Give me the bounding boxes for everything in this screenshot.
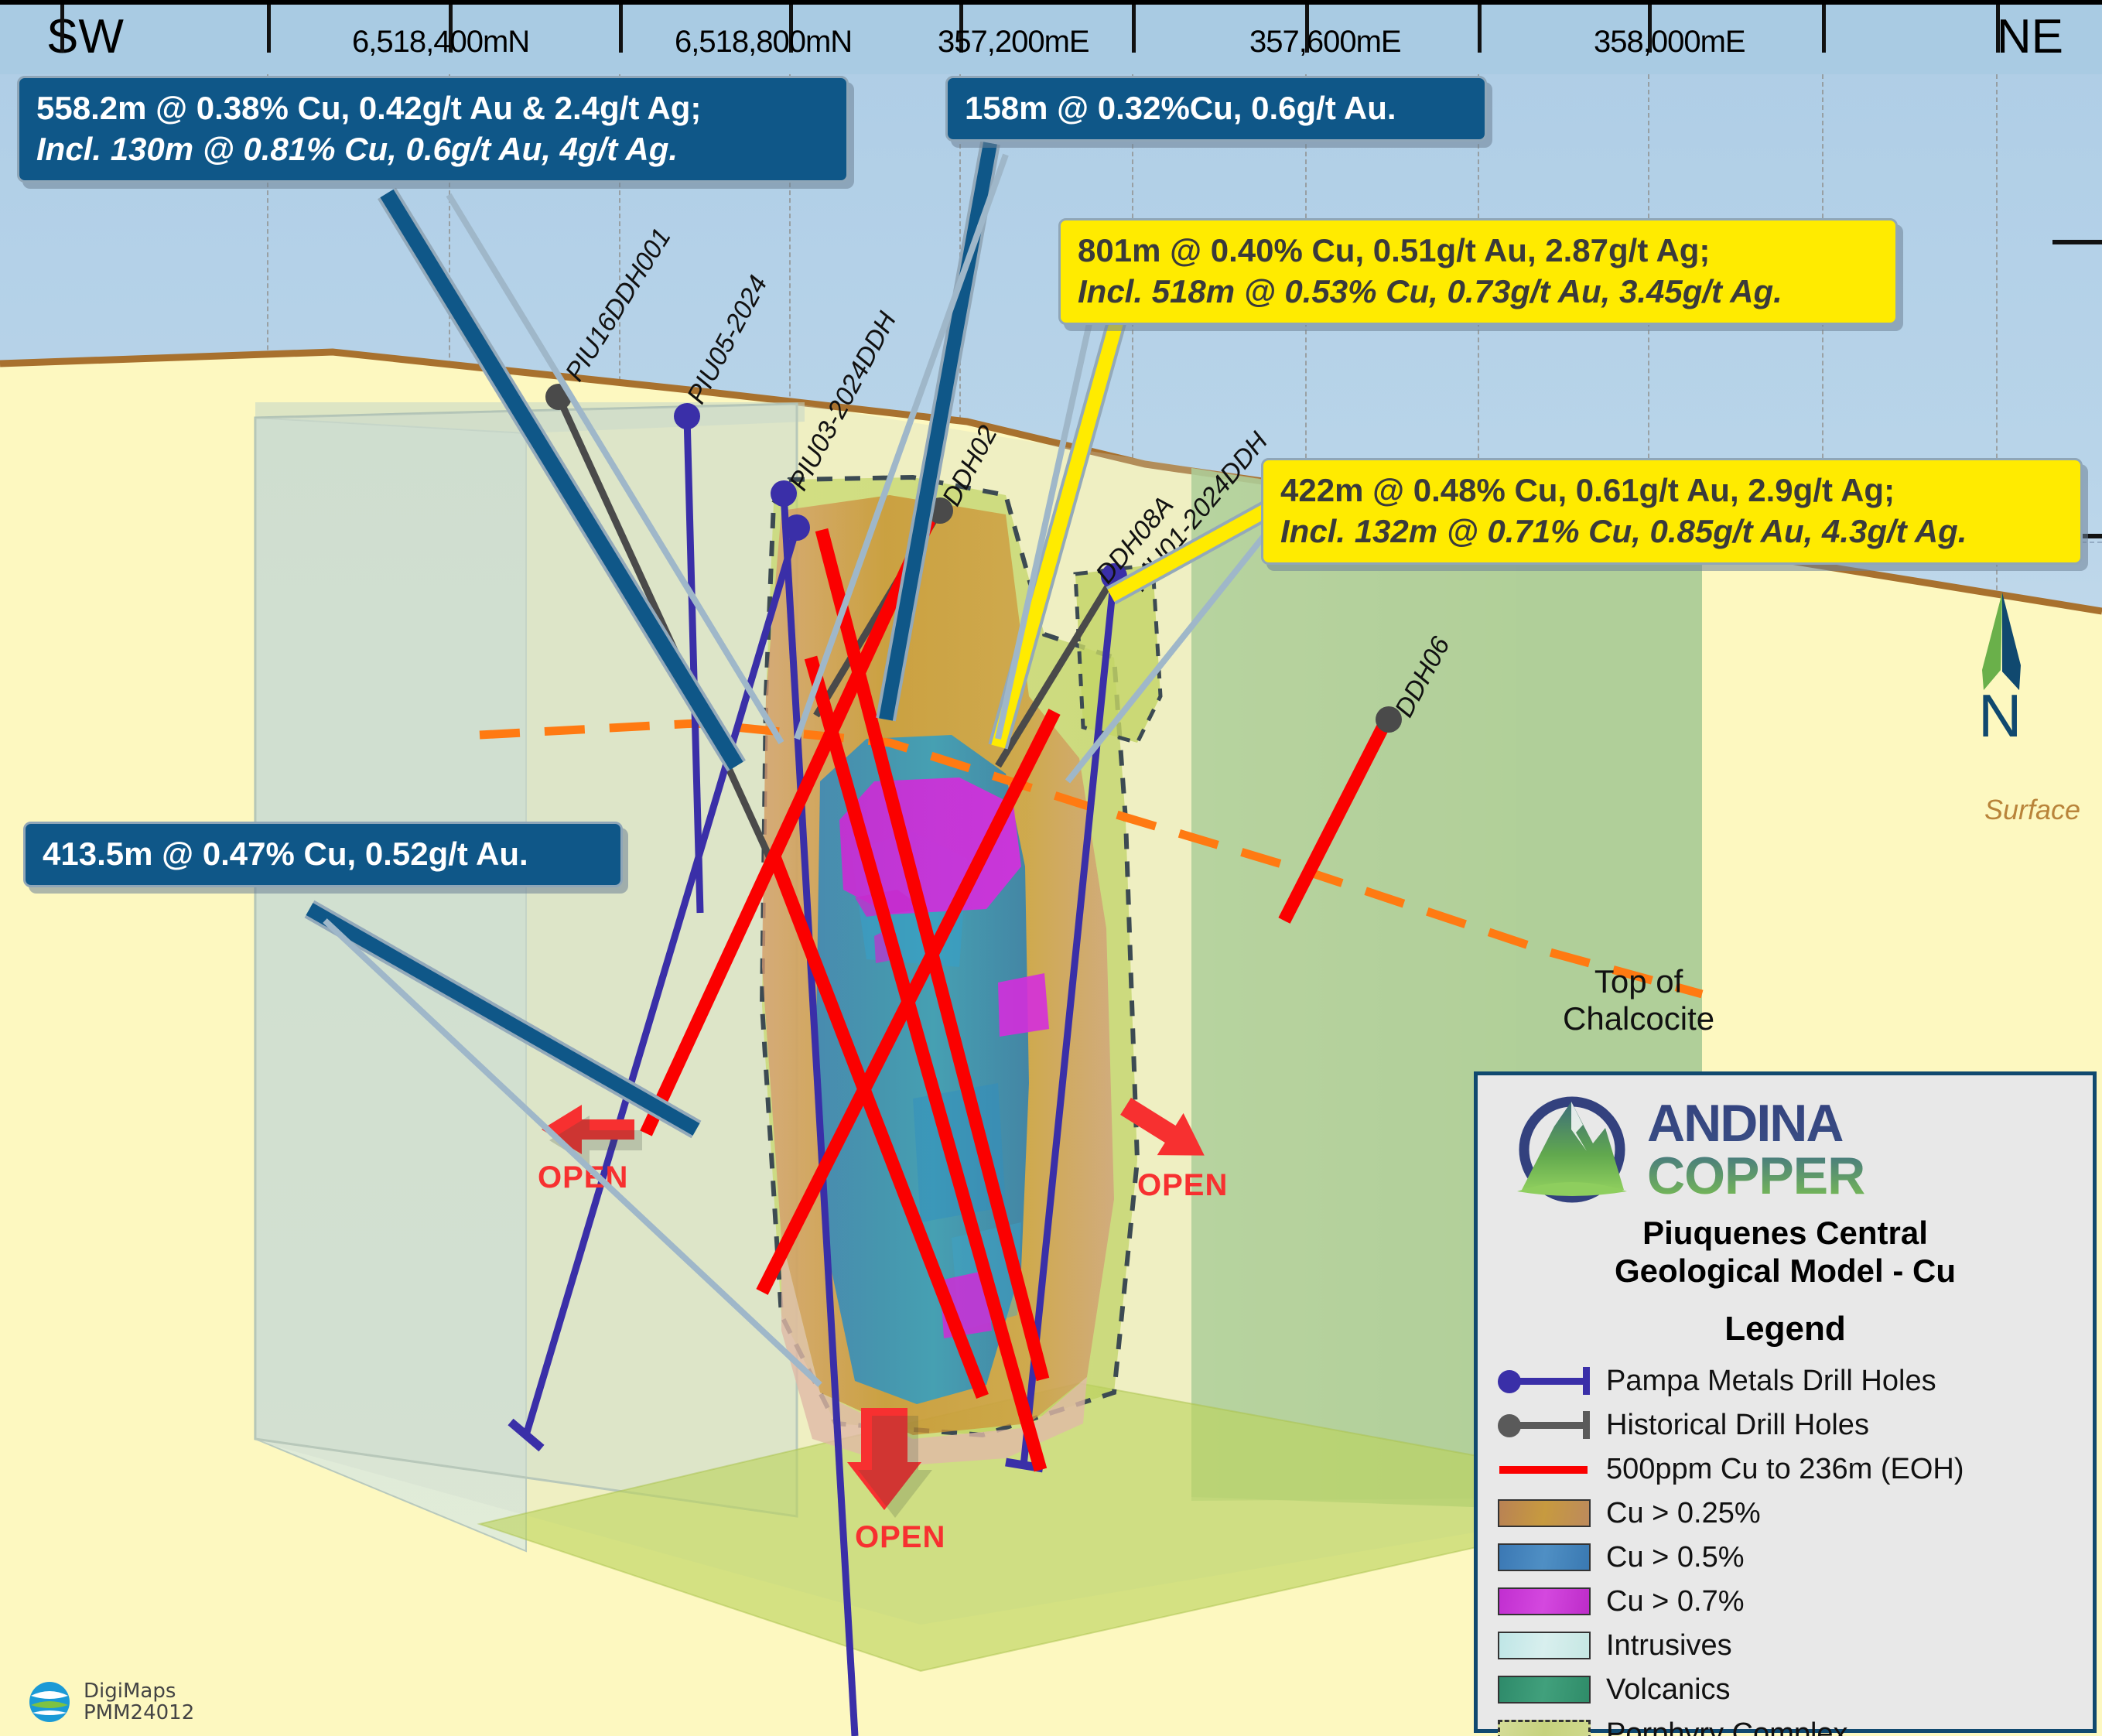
svg-text:ANDINA: ANDINA <box>1647 1096 1843 1153</box>
callout-line2: Incl. 130m @ 0.81% Cu, 0.6g/t Au, 4g/t A… <box>36 131 678 168</box>
open-label-right: OPEN <box>1137 1168 1229 1202</box>
callout-line2: Incl. 518m @ 0.53% Cu, 0.73g/t Au, 3.45g… <box>1078 273 1782 310</box>
axis-tick <box>449 5 453 53</box>
color-swatch-porphyry-complex <box>1498 1720 1591 1736</box>
color-swatch-cu-05 <box>1498 1543 1591 1572</box>
mountain-logo-icon <box>1516 1096 1627 1203</box>
andina-copper-logo: ANDINA COPPER <box>1498 1092 2073 1208</box>
chalcocite-line1: Top of <box>1594 963 1683 1000</box>
digimaps-line1: DigiMaps <box>84 1679 176 1703</box>
legend-item-label: 500ppm Cu to 236m (EOH) <box>1606 1452 1964 1485</box>
svg-text:COPPER: COPPER <box>1647 1147 1864 1205</box>
red-line-symbol-icon <box>1498 1455 1591 1483</box>
axis-tick <box>789 5 793 53</box>
axis-label-x: 358,000mE <box>1594 25 1746 59</box>
top-of-chalcocite-label: Top of Chalcocite <box>1563 963 1714 1037</box>
axis-tick <box>1305 5 1309 53</box>
drill-collar-ddh06[interactable] <box>1376 706 1402 733</box>
axis-label-x: 357,200mE <box>938 25 1090 59</box>
historical-drill-hole-symbol-icon <box>1498 1410 1591 1440</box>
axis-label-x: 357,600mE <box>1249 25 1402 59</box>
legend-title-line1: Piuquenes Central <box>1642 1215 1928 1251</box>
top-axis-band: SW NE 6,518,400mN 6,518,800mN 357,200mE … <box>0 0 2102 74</box>
legend-item-porphyry-complex[interactable]: Porphyry Complex <box>1498 1714 2073 1736</box>
axis-label-x: 6,518,800mN <box>675 25 853 59</box>
axis-tick <box>60 5 64 53</box>
callout-422m: 422m @ 0.48% Cu, 0.61g/t Au, 2.9g/t Ag; … <box>1261 458 2083 566</box>
drill-collar-piu03b[interactable] <box>784 514 810 541</box>
axis-tick-right <box>2052 240 2102 244</box>
legend-item-label: Volcanics <box>1606 1673 1731 1706</box>
surface-label: Surface <box>1984 794 2081 825</box>
callout-line1: 413.5m @ 0.47% Cu, 0.52g/t Au. <box>43 836 528 872</box>
axis-tick <box>1996 5 2000 53</box>
color-swatch-cu-025 <box>1498 1499 1591 1528</box>
callout-558m: 558.2m @ 0.38% Cu, 0.42g/t Au & 2.4g/t A… <box>17 76 849 183</box>
direction-label-sw: SW <box>46 10 124 63</box>
axis-tick <box>619 5 623 53</box>
legend-item-cu-025[interactable]: Cu > 0.25% <box>1498 1493 2073 1533</box>
legend-item-cu-07[interactable]: Cu > 0.7% <box>1498 1581 2073 1622</box>
legend-item-label: Pampa Metals Drill Holes <box>1606 1364 1936 1397</box>
digimaps-line2: PMM24012 <box>84 1701 195 1724</box>
axis-tick <box>267 5 271 53</box>
axis-tick <box>959 5 963 53</box>
andina-copper-wordmark: ANDINA COPPER <box>1647 1096 1865 1205</box>
pampa-drill-hole-symbol-icon <box>1498 1365 1591 1396</box>
legend-map-title: Piuquenes Central Geological Model - Cu <box>1498 1215 2073 1290</box>
chalcocite-line2: Chalcocite <box>1563 1000 1715 1037</box>
callout-line2: Incl. 132m @ 0.71% Cu, 0.85g/t Au, 4.3g/… <box>1280 513 1967 550</box>
color-swatch-volcanics <box>1498 1676 1591 1704</box>
color-swatch-intrusives <box>1498 1632 1591 1660</box>
digimaps-watermark: DigiMaps PMM24012 <box>26 1679 194 1725</box>
axis-tick <box>1648 5 1652 53</box>
legend-item-intrusives[interactable]: Intrusives <box>1498 1625 2073 1666</box>
drill-collar-piu05-2024[interactable] <box>674 403 700 429</box>
legend-item-500ppm-cu[interactable]: 500ppm Cu to 236m (EOH) <box>1498 1449 2073 1489</box>
legend-item-label: Historical Drill Holes <box>1606 1408 1869 1441</box>
legend-heading: Legend <box>1724 1310 1846 1348</box>
callout-158m: 158m @ 0.32%Cu, 0.6g/t Au. <box>945 76 1487 142</box>
direction-label-ne: NE <box>1996 10 2063 63</box>
callout-line1: 158m @ 0.32%Cu, 0.6g/t Au. <box>965 90 1396 126</box>
callout-line1: 422m @ 0.48% Cu, 0.61g/t Au, 2.9g/t Ag; <box>1280 472 1895 508</box>
drill-collar-piu03-2024ddh[interactable] <box>771 480 797 507</box>
legend-panel: ANDINA COPPER Piuquenes Central Geologic… <box>1474 1071 2097 1736</box>
axis-label-x: 6,518,400mN <box>352 25 530 59</box>
callout-line1: 801m @ 0.40% Cu, 0.51g/t Au, 2.87g/t Ag; <box>1078 232 1711 268</box>
axis-tick <box>1132 5 1136 53</box>
legend-item-volcanics[interactable]: Volcanics <box>1498 1669 2073 1710</box>
legend-item-pampa-drill-holes[interactable]: Pampa Metals Drill Holes <box>1498 1361 2073 1401</box>
callout-line1: 558.2m @ 0.38% Cu, 0.42g/t Au & 2.4g/t A… <box>36 90 702 126</box>
callout-413m: 413.5m @ 0.47% Cu, 0.52g/t Au. <box>23 822 623 888</box>
callout-801m: 801m @ 0.40% Cu, 0.51g/t Au, 2.87g/t Ag;… <box>1058 218 1898 326</box>
axis-tick <box>1478 5 1482 53</box>
axis-tick <box>1822 5 1826 53</box>
color-swatch-cu-07 <box>1498 1587 1591 1616</box>
legend-item-historical-drill-holes[interactable]: Historical Drill Holes <box>1498 1405 2073 1445</box>
legend-title-line2: Geological Model - Cu <box>1614 1252 1957 1289</box>
legend-item-cu-05[interactable]: Cu > 0.5% <box>1498 1537 2073 1577</box>
legend-item-label: Porphyry Complex <box>1606 1717 1848 1736</box>
digimaps-globe-icon <box>29 1682 70 1722</box>
digimaps-text: DigiMaps PMM24012 <box>84 1680 194 1724</box>
legend-item-label: Cu > 0.5% <box>1606 1540 1745 1574</box>
north-arrow-icon <box>1982 593 2021 690</box>
legend-item-label: Cu > 0.7% <box>1606 1584 1745 1618</box>
open-label-down: OPEN <box>855 1520 946 1554</box>
legend-item-label: Intrusives <box>1606 1628 1732 1662</box>
north-letter-label: N <box>1978 682 2022 750</box>
legend-item-label: Cu > 0.25% <box>1606 1496 1761 1529</box>
